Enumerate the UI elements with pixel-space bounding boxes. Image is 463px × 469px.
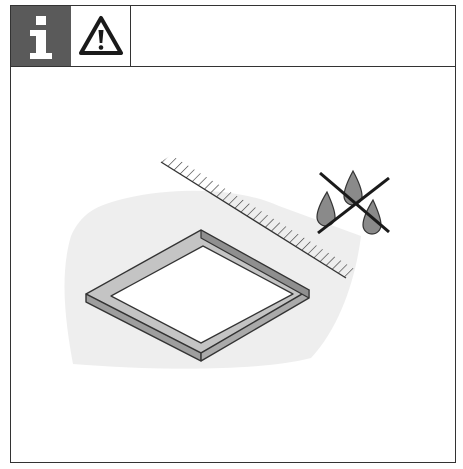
info-badge <box>11 6 71 66</box>
panel-light <box>85 229 310 362</box>
instruction-panel <box>10 5 456 463</box>
panel-header <box>11 6 455 67</box>
warning-triangle-icon <box>79 16 123 55</box>
no-water-droplets-icon <box>316 169 390 235</box>
info-icon <box>11 6 71 66</box>
ceiling-hatch <box>161 155 356 278</box>
warning-badge <box>71 6 131 66</box>
ceiling-light-illustration <box>64 155 390 369</box>
